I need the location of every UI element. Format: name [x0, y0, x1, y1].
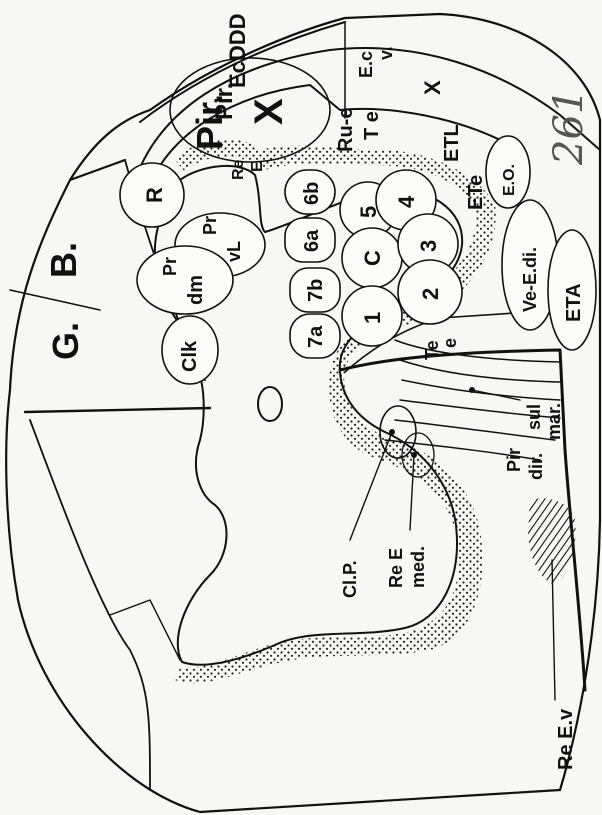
label-clp: Cl.P. — [340, 560, 360, 598]
label-7a: 7a — [305, 325, 327, 348]
label-etl: ETL — [441, 124, 463, 162]
label-r: R — [142, 187, 167, 203]
clp-dot — [389, 429, 395, 435]
label-ecv-bottom: v. — [376, 46, 396, 60]
label-sul-mar-top: sul — [524, 404, 544, 430]
sul-mar-pointer — [472, 390, 520, 400]
label-pr-vl-top: Pr — [200, 216, 220, 235]
label-sul-mar-bottom: mar. — [544, 403, 564, 440]
label-c: C — [360, 250, 385, 266]
label-te-top: Te — [422, 340, 442, 360]
label-b: B. — [43, 242, 84, 278]
label-pir-x-right: X — [247, 98, 291, 125]
label-pr-dm-top: Pr — [160, 257, 180, 276]
label-g: G. — [45, 322, 86, 360]
label-1: 1 — [360, 312, 385, 324]
label-6a: 6a — [301, 229, 323, 252]
label-eta: ETA — [563, 283, 585, 322]
posterior-column-outline — [70, 160, 125, 180]
label-ve-e-di: Ve-E.di. — [520, 247, 540, 312]
label-3: 3 — [416, 240, 441, 252]
label-te-bottom: e — [440, 338, 460, 348]
posterior-median-septum — [25, 408, 210, 412]
label-pir-dir-top: Pir — [504, 448, 524, 472]
label-ecddd: EcDDD — [225, 13, 250, 88]
label-4: 4 — [394, 195, 419, 208]
central-canal — [258, 387, 282, 421]
label-7b: 7b — [305, 279, 327, 302]
label-2: 2 — [418, 288, 443, 300]
label-re-e-med-top: Re E — [386, 548, 406, 588]
label-clk: Clk — [179, 340, 201, 372]
label-re-e-med-bottom: med. — [408, 546, 428, 588]
label-5: 5 — [356, 206, 381, 218]
sul-mar-dot — [469, 387, 475, 393]
lateral-outline-left — [30, 420, 150, 790]
label-ete: ETe — [465, 175, 487, 210]
label-pir-dir-bottom: dir. — [526, 453, 546, 480]
label-6b: 6b — [301, 182, 323, 205]
label-pr-dm-bottom: dm — [185, 275, 207, 305]
sheet-number: 261 — [546, 89, 592, 166]
lateral-line-2 — [110, 600, 180, 660]
label-ru-e-top: Ru-e — [335, 108, 357, 152]
label-eo: E.O. — [501, 164, 518, 196]
label-pr-vl-bottom: vL — [224, 241, 244, 262]
label-re-e-top: Re — [230, 159, 247, 180]
re-e-med-dot — [411, 452, 417, 458]
label-x-right: X — [420, 80, 445, 95]
label-re-ev: Re E.v — [555, 708, 577, 770]
label-ru-e-bottom: T e — [361, 111, 383, 140]
label-re-e-bottom: E — [249, 161, 266, 172]
label-ecv-top: E.c — [356, 51, 376, 78]
label-pir-large: Pir. — [189, 94, 230, 150]
